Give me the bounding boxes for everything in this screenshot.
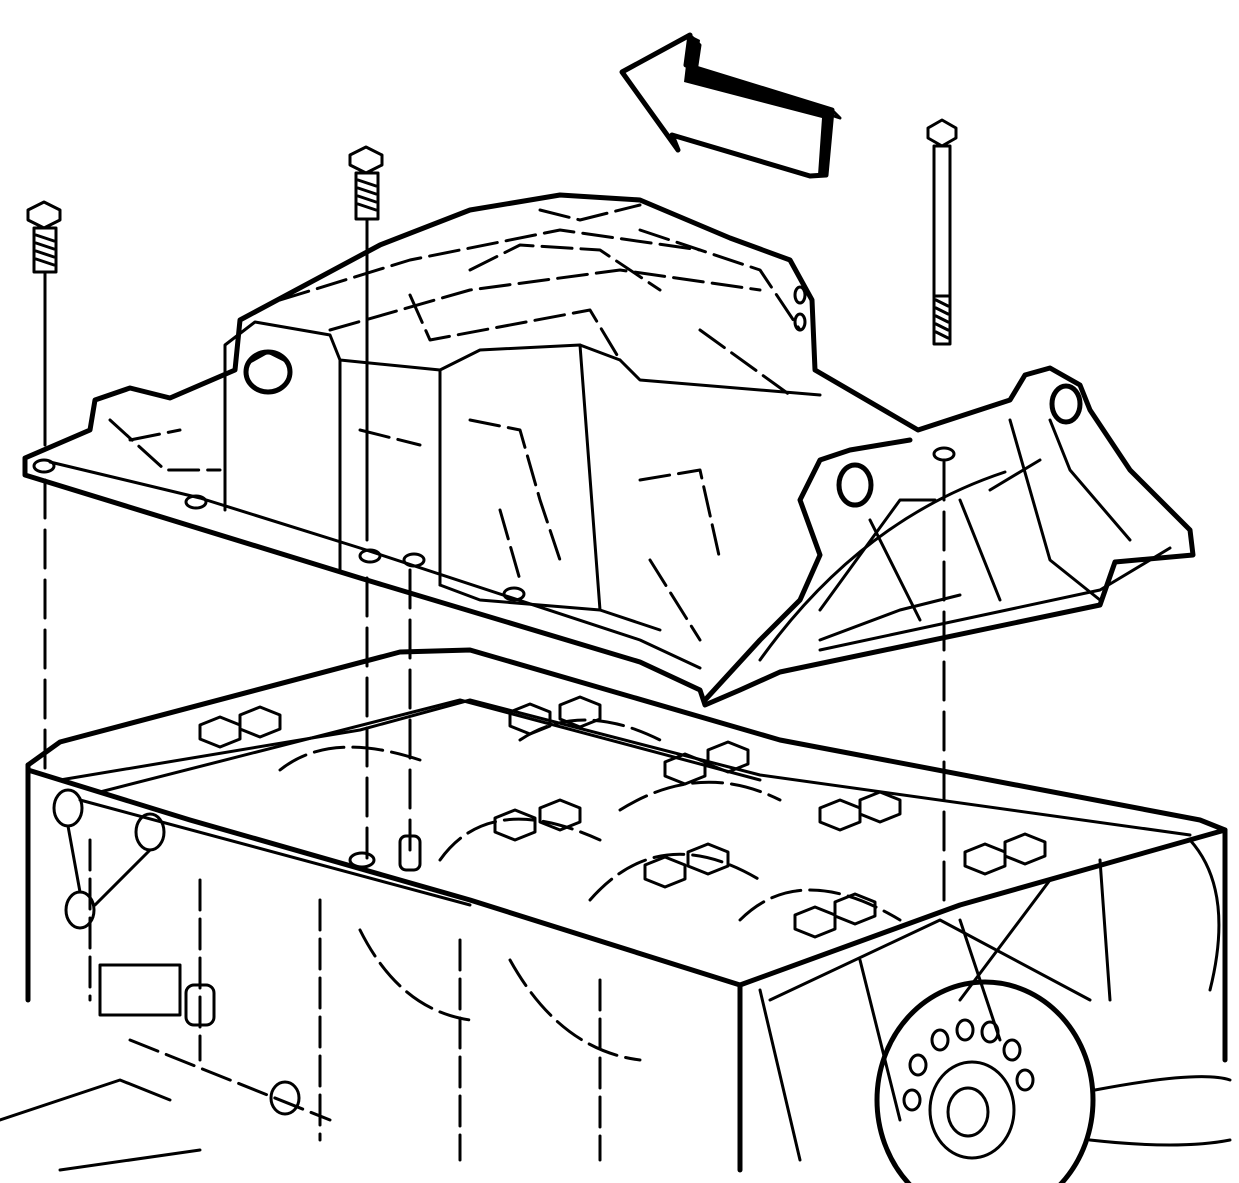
direction-arrow xyxy=(619,32,842,179)
bolt-left xyxy=(26,200,62,447)
block-mount-holes xyxy=(52,788,301,1116)
crankshaft-flange xyxy=(874,979,1232,1183)
dowel-pin xyxy=(348,834,422,872)
bolt-center xyxy=(348,145,384,542)
stud-right xyxy=(926,118,958,346)
oil-pan xyxy=(22,192,1196,708)
main-cap-bolts xyxy=(198,695,1047,939)
alignment-lines xyxy=(43,460,946,914)
engine-block xyxy=(0,647,1228,1173)
